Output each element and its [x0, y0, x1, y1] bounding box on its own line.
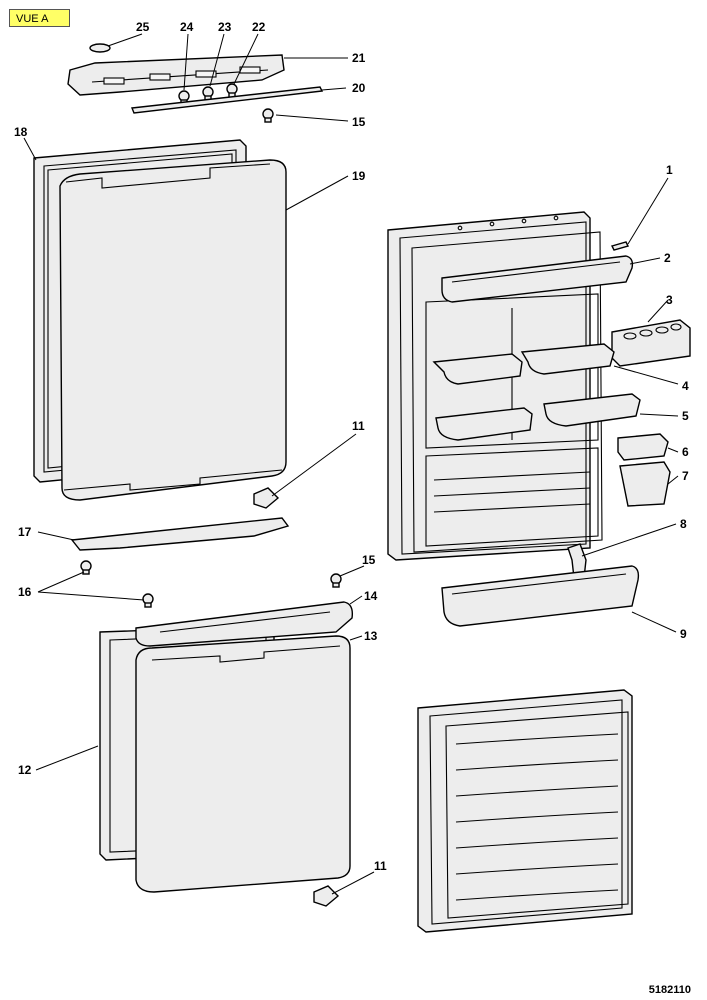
- callout-2: 2: [664, 251, 671, 265]
- callout-22: 22: [252, 20, 266, 34]
- callout-24: 24: [180, 20, 194, 34]
- document-code: 5182110: [648, 984, 691, 996]
- part-4-small-shelf-left: [432, 353, 523, 385]
- part-15-screw-top: [262, 108, 274, 123]
- callout-9: 9: [680, 627, 687, 641]
- callout-4: 4: [682, 379, 689, 393]
- part-16-screw-b: [142, 593, 154, 608]
- callout-11-upper: 11: [352, 419, 365, 433]
- callout-17: 17: [18, 525, 32, 539]
- callout-13: 13: [364, 629, 378, 643]
- part-15-screw-mid: [330, 573, 342, 588]
- callout-25: 25: [136, 20, 150, 34]
- callout-7: 7: [682, 469, 689, 483]
- callout-8: 8: [680, 517, 687, 531]
- callout-18: 18: [14, 125, 28, 139]
- callout-16: 16: [18, 585, 32, 599]
- part-17-door-trim: [70, 517, 290, 551]
- part-23-screw: [202, 86, 214, 102]
- leader-lines: [23, 33, 679, 895]
- part-5-shelf-right: [543, 393, 641, 427]
- callout-20: 20: [352, 81, 366, 95]
- part-19-upper-door: [59, 159, 287, 501]
- part-2-top-balcony: [441, 255, 634, 303]
- part-14-handle: [135, 601, 354, 647]
- part-13-lower-door: [135, 635, 351, 893]
- part-11-hinge-lower: [313, 885, 340, 907]
- callout-15-top: 15: [352, 115, 366, 129]
- callout-23: 23: [218, 20, 232, 34]
- part-5-shelf-left: [435, 407, 533, 441]
- callout-6: 6: [682, 445, 689, 459]
- callout-19: 19: [352, 169, 366, 183]
- part-20-seal-strip: [131, 86, 324, 114]
- part-21-top-hinge-cover: [67, 54, 285, 96]
- part-16-screw-a: [80, 560, 92, 575]
- part-4-small-shelf-right: [520, 343, 615, 375]
- part-7-cup: [619, 461, 671, 507]
- freezer-door-liner: [417, 689, 633, 933]
- part-6-tray: [617, 433, 669, 461]
- callout-11-lower: 11: [374, 859, 387, 873]
- part-1-pin: [610, 241, 630, 251]
- callout-1: 1: [666, 163, 673, 177]
- part-3-egg-tray: [611, 319, 691, 367]
- callout-12: 12: [18, 763, 32, 777]
- view-tag: VUE A: [9, 9, 70, 27]
- part-11-hinge-upper: [253, 487, 280, 509]
- fridge-door-liner: [387, 211, 603, 561]
- callout-5: 5: [682, 409, 689, 423]
- part-9-bottle-balcony: [441, 565, 640, 627]
- callout-14: 14: [364, 589, 378, 603]
- callout-3: 3: [666, 293, 673, 307]
- part-25-cap: [89, 43, 111, 53]
- callout-labels: 25 24 23 22 21 20 15 18 19 11 17 15 16 1…: [14, 20, 689, 873]
- callout-21: 21: [352, 51, 366, 65]
- callout-15-mid: 15: [362, 553, 376, 567]
